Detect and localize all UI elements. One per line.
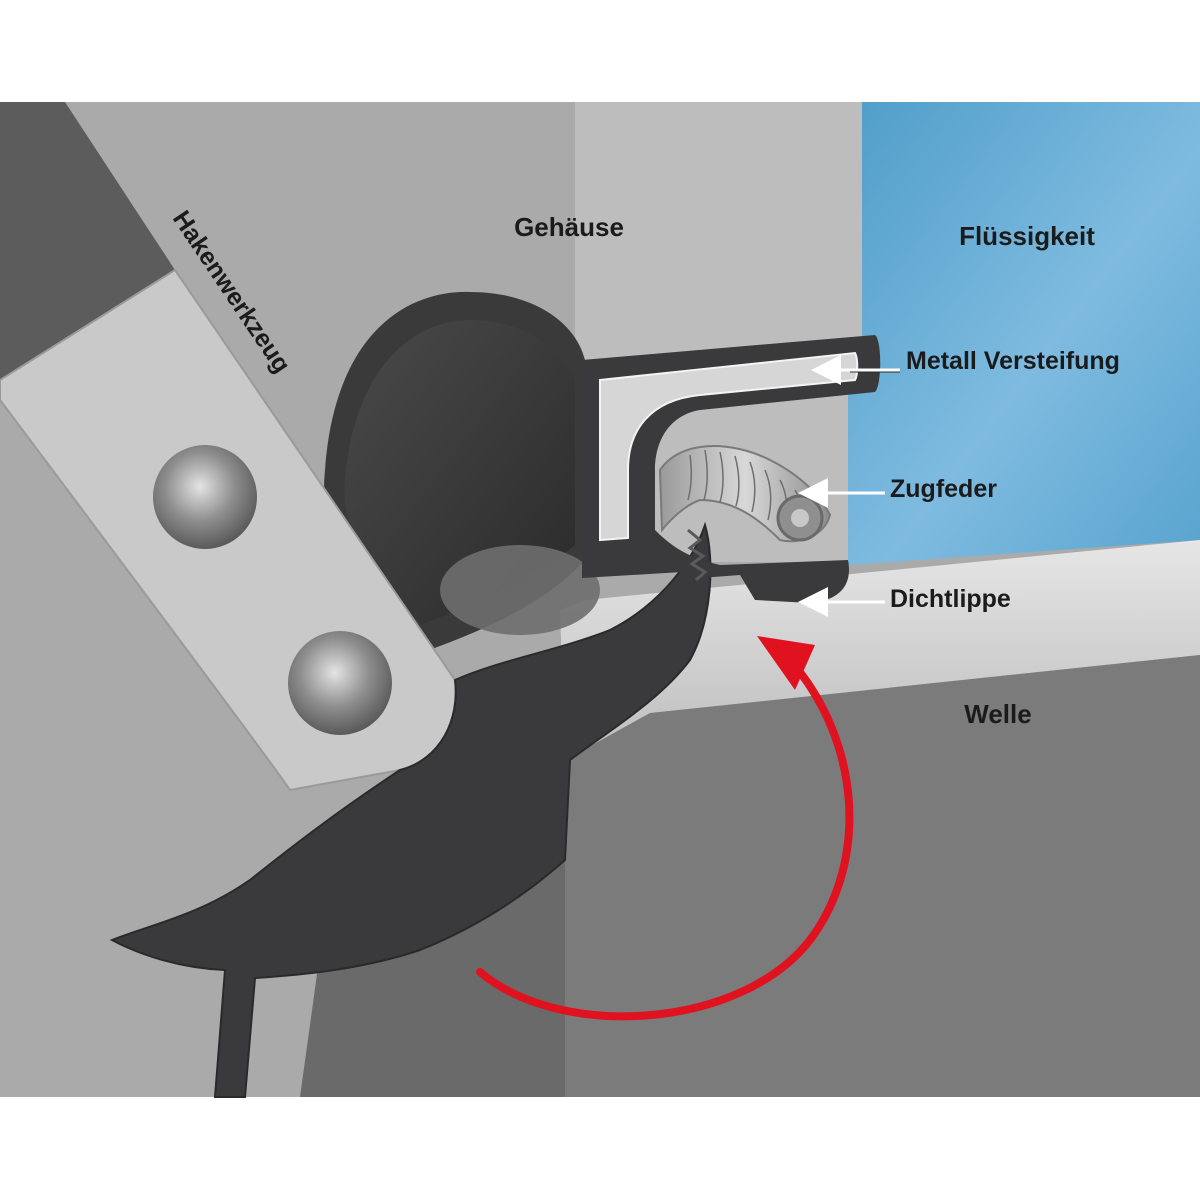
label-shaft: Welle: [964, 699, 1031, 729]
tool-rivet-lower: [288, 631, 392, 735]
bore-highlight: [440, 545, 600, 635]
rotation-arrow: [476, 656, 854, 1021]
shaft-top-surface: [560, 540, 1200, 760]
tool-handle-upper: [0, 102, 175, 380]
spring-end-core: [791, 509, 809, 527]
label-housing: Gehäuse: [514, 212, 624, 242]
label-spring: Zugfeder: [890, 475, 997, 503]
tool-hook-blade: [109, 521, 712, 1098]
metal-stiffener: [599, 351, 859, 542]
seal-lip-teeth: [687, 528, 708, 582]
label-fluid: Flüssigkeit: [959, 221, 1095, 251]
fluid-region: [848, 102, 1200, 565]
label-lip: Dichtlippe: [890, 585, 1011, 613]
tool-rivet-upper: [153, 445, 257, 549]
label-stiffener: Metall Versteifung: [906, 347, 1120, 375]
shaft-front-face: [565, 655, 1200, 1097]
rotation-arrow-head: [757, 636, 815, 690]
